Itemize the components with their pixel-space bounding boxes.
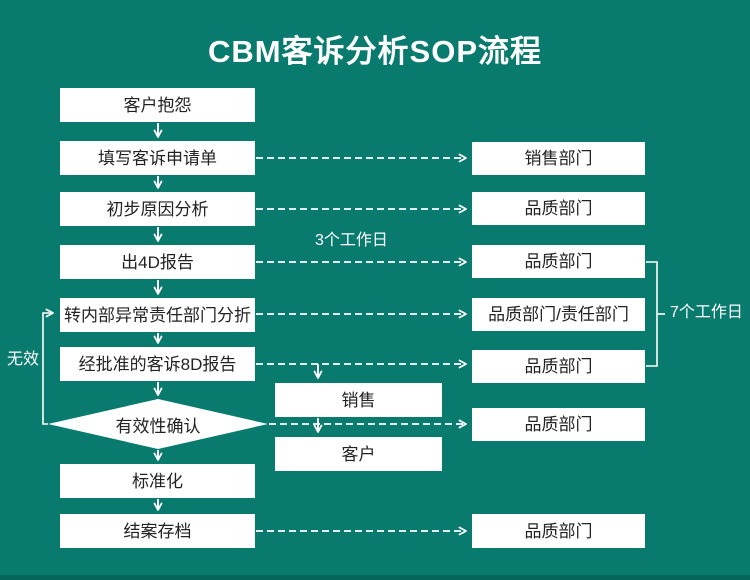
middle-box-sales: 销售 <box>275 383 442 417</box>
label-seven-working-days: 7个工作日 <box>670 304 743 321</box>
invalid-feedback-line <box>42 308 54 425</box>
dept-quality-5: 品质部门 <box>472 514 645 548</box>
department-dashed-arrows <box>256 153 467 536</box>
label-invalid: 无效 <box>7 351 40 368</box>
label-three-working-days: 3个工作日 <box>315 232 388 249</box>
middle-box-customer: 客户 <box>275 437 442 471</box>
step-effectiveness-confirmation: 有效性确认 <box>115 416 201 436</box>
step-internal-responsible-dept-analysis: 转内部异常责任部门分折 <box>60 298 255 332</box>
step-preliminary-cause-analysis: 初步原因分析 <box>60 192 255 226</box>
step-close-and-archive: 结案存档 <box>60 514 255 548</box>
step-arrows <box>153 123 323 511</box>
seven-days-bracket <box>646 261 665 367</box>
step-customer-complaint: 客户抱怨 <box>60 88 255 122</box>
step-issue-4d-report: 出4D报告 <box>60 245 255 279</box>
step-approved-8d-report: 经批准的客诉8D报告 <box>60 347 255 381</box>
dept-quality-responsible: 品质部门/责任部门 <box>472 298 645 331</box>
dept-sales: 销售部门 <box>472 142 645 175</box>
step-standardization: 标准化 <box>60 464 255 498</box>
dept-quality-1: 品质部门 <box>472 192 645 225</box>
dept-quality-2: 品质部门 <box>472 245 645 278</box>
dept-quality-4: 品质部门 <box>472 408 645 441</box>
page-title: CBM客诉分析SOP流程 <box>207 34 543 69</box>
step-fill-complaint-form: 填写客诉申请单 <box>60 141 255 175</box>
dept-quality-3: 品质部门 <box>472 350 645 383</box>
decision-diamond <box>48 399 268 449</box>
